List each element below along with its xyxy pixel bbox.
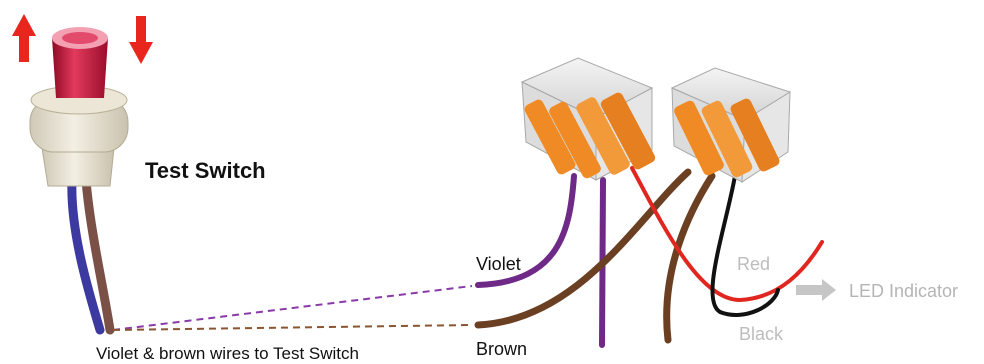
wires bbox=[474, 166, 824, 348]
red-wire-label: Red bbox=[737, 254, 771, 274]
brown-leader-line bbox=[112, 324, 473, 331]
test-switch-label: Test Switch bbox=[145, 158, 266, 183]
wago-connector-right bbox=[670, 67, 792, 183]
led-indicator-label: LED Indicator bbox=[849, 281, 959, 301]
violet-wire-label: Violet bbox=[476, 254, 521, 274]
arrow-down-icon bbox=[129, 16, 153, 64]
black-wire-label: Black bbox=[739, 324, 784, 344]
arrow-up-icon bbox=[12, 14, 36, 62]
brown-wire-label: Brown bbox=[476, 339, 528, 359]
caption: Violet & brown wires to Test Switch bbox=[96, 344, 359, 363]
violet-leader-line bbox=[112, 285, 473, 331]
wago-connector-left bbox=[520, 57, 656, 181]
test-switch bbox=[29, 27, 129, 335]
arrow-right-icon bbox=[796, 279, 836, 301]
